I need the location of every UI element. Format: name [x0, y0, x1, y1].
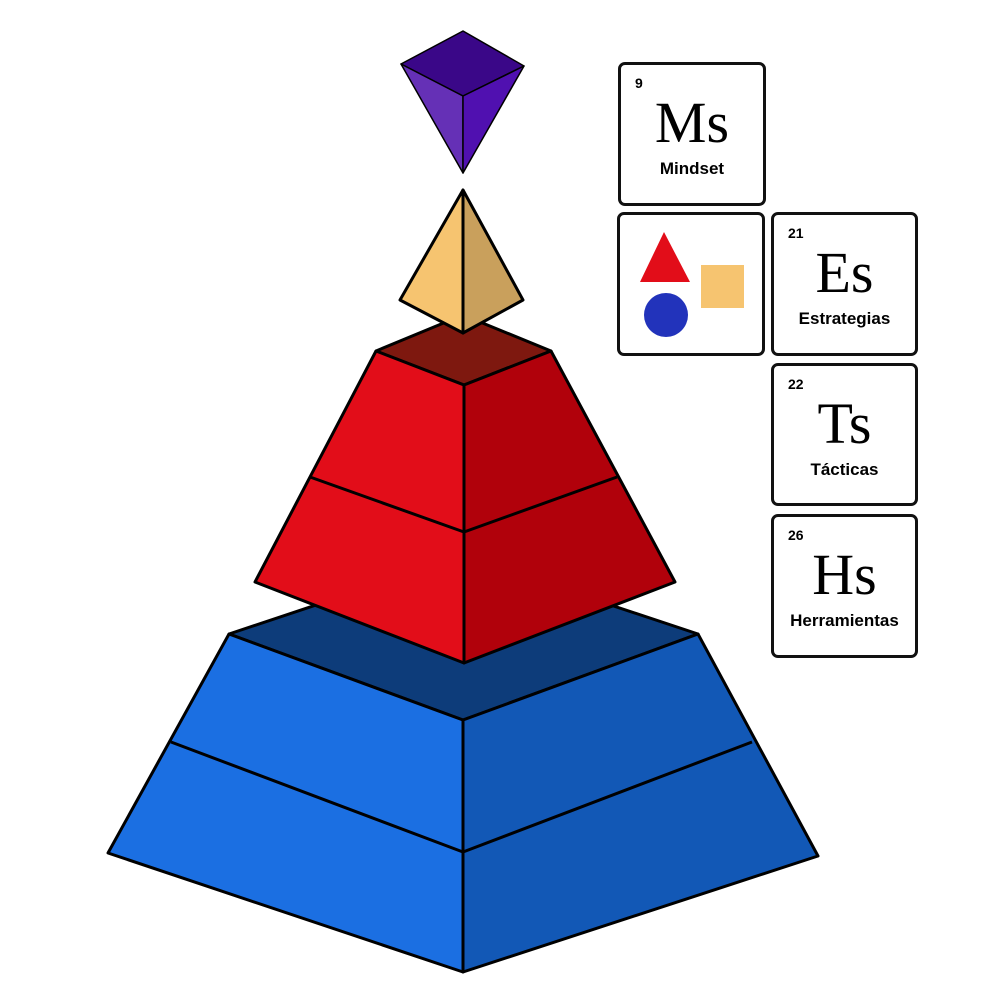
- card-symbol: Hs: [812, 542, 877, 607]
- card-label: Tácticas: [810, 460, 879, 479]
- purple-right-face: [462, 65, 525, 174]
- card-mindset: 9 Ms Mindset: [618, 62, 766, 206]
- square-icon: [701, 265, 744, 308]
- card-symbol: Ts: [817, 391, 872, 456]
- card-shapes: [617, 212, 765, 356]
- blue-right-face: [461, 632, 820, 974]
- gold-right-face: [461, 188, 525, 335]
- red-tier: [253, 313, 677, 665]
- card-label: Mindset: [659, 159, 725, 178]
- gold-tier: [398, 188, 525, 335]
- purple-diamond: [400, 30, 525, 174]
- card-number: 9: [635, 75, 643, 91]
- gold-left-face: [398, 188, 465, 335]
- card-tacticas: 22 Ts Tácticas: [771, 363, 918, 506]
- card-label: Herramientas: [790, 611, 899, 630]
- red-divider: [309, 475, 618, 534]
- card-herramientas: 26 Hs Herramientas: [771, 514, 918, 658]
- blue-divider: [170, 740, 753, 854]
- card-number: 22: [788, 376, 804, 392]
- card-symbol: Ms: [654, 90, 730, 155]
- card-label: Estrategias: [798, 309, 891, 328]
- circle-icon: [644, 293, 688, 337]
- card-number: 26: [788, 527, 804, 543]
- card-number: 21: [788, 225, 804, 241]
- card-estrategias: 21 Es Estrategias: [771, 212, 918, 356]
- card-symbol: Es: [815, 240, 874, 305]
- triangle-icon: [640, 232, 690, 282]
- shapes-icon: [640, 232, 744, 337]
- red-right-face: [462, 349, 677, 665]
